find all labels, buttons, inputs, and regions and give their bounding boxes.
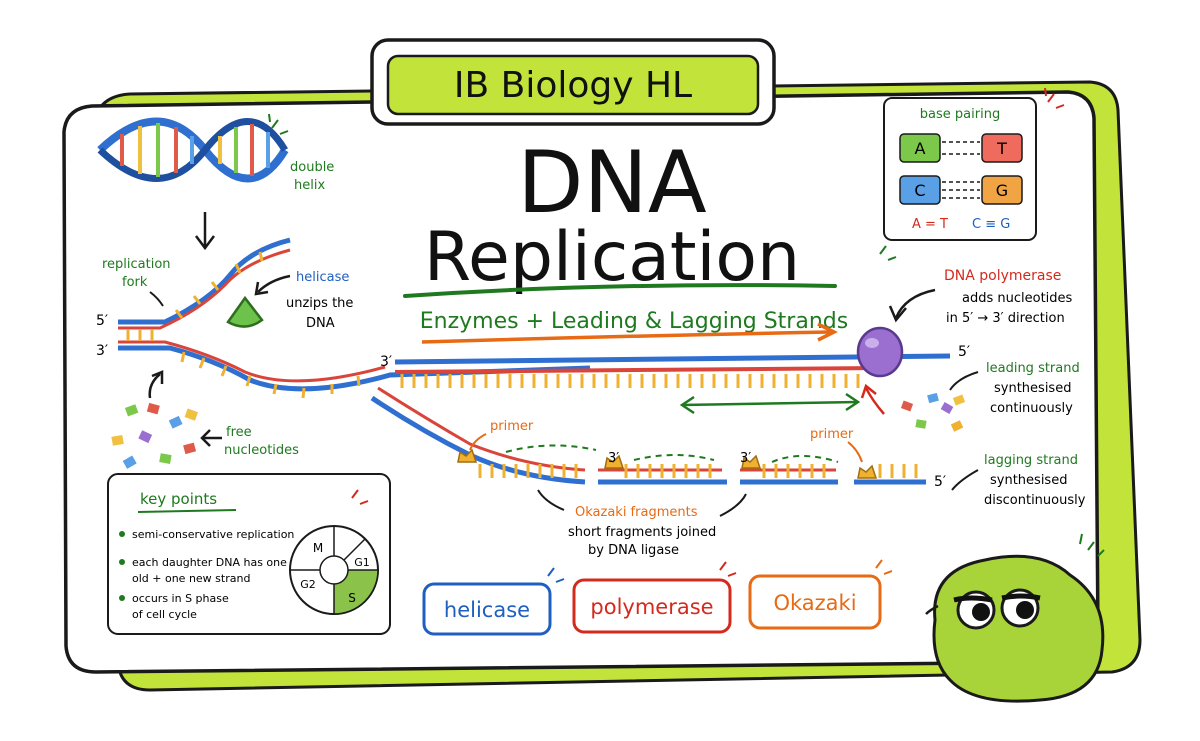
title-dna: DNA	[517, 133, 707, 233]
polymerase-button-label: polymerase	[590, 595, 713, 619]
leading-desc-2: continuously	[990, 401, 1073, 416]
three-prime-lagging-2: 3′	[740, 451, 751, 466]
polymerase-desc-1: adds nucleotides	[962, 291, 1073, 306]
cycle-s: S	[348, 591, 356, 605]
free-nucleotides-label-2: nucleotides	[224, 443, 299, 458]
five-prime-leading: 5′	[958, 344, 970, 360]
primer-label-1: primer	[490, 419, 534, 434]
base-t	[981, 133, 1023, 163]
subtitle: Enzymes + Leading & Lagging Strands	[420, 309, 848, 334]
key-point-2b: old + one new strand	[132, 572, 250, 585]
lagging-strand	[370, 386, 926, 485]
header-badge: IB Biology HL	[370, 38, 776, 126]
cycle-m: M	[313, 541, 323, 555]
double-helix	[97, 117, 289, 183]
dna-polymerase-shape	[856, 326, 904, 378]
helicase-desc-2: DNA	[306, 316, 335, 331]
base-c	[899, 175, 941, 205]
rule-cg: C ≡ G	[972, 217, 1010, 232]
leading-desc-1: synthesised	[994, 381, 1071, 396]
helicase-button-label: helicase	[444, 598, 530, 622]
three-prime-left: 3′	[96, 343, 108, 359]
helicase-label: helicase	[296, 270, 349, 285]
okazaki-label: Okazaki fragments	[575, 505, 698, 520]
five-prime-lagging: 5′	[934, 474, 946, 490]
double-helix-label-2: helix	[294, 178, 325, 193]
subtitle-arrow	[421, 330, 831, 344]
polymerase-button[interactable]: polymerase	[572, 578, 732, 634]
lagging-desc-2: discontinuously	[984, 493, 1086, 508]
key-points-title: key points	[140, 490, 217, 508]
five-prime-left: 5′	[96, 313, 108, 329]
base-pairing-panel	[883, 97, 1037, 241]
free-nucleotides	[111, 402, 199, 469]
key-point-2a: each daughter DNA has one	[132, 556, 287, 569]
helicase-button[interactable]: helicase	[422, 582, 552, 636]
leading-direction-arrow	[679, 392, 861, 415]
primer-label-2: primer	[810, 427, 854, 442]
replication-fork	[118, 237, 591, 399]
polymerase-label: DNA polymerase	[944, 268, 1061, 284]
leading-label: leading strand	[986, 361, 1080, 376]
base-a-label: A	[915, 139, 926, 158]
helicase-desc-1: unzips the	[286, 296, 353, 311]
base-a	[899, 133, 941, 163]
cell-cycle-pie	[289, 525, 379, 615]
leading-strand	[394, 353, 951, 388]
key-point-3b: of cell cycle	[132, 608, 197, 621]
mascot-blob	[925, 554, 1105, 703]
key-point-3a: occurs in S phase	[132, 592, 229, 605]
free-nucleotides-label-1: free	[226, 425, 252, 440]
rule-at: A = T	[912, 217, 948, 232]
sparkle-marks	[268, 87, 1105, 583]
double-helix-label-1: double	[290, 160, 334, 175]
three-prime-lagging-1: 3′	[608, 451, 619, 466]
free-nucleotides-right	[900, 392, 966, 432]
title-underline	[403, 283, 837, 298]
okazaki-desc-1: short fragments joined	[568, 525, 716, 540]
base-g-label: G	[996, 181, 1008, 200]
replication-fork-label-2: fork	[122, 275, 148, 290]
cycle-g1: G1	[354, 556, 370, 569]
lagging-desc-1: synthesised	[990, 473, 1067, 488]
base-t-label: T	[996, 139, 1007, 158]
lagging-label: lagging strand	[984, 453, 1078, 468]
cycle-g2: G2	[300, 578, 316, 591]
base-g	[981, 175, 1023, 205]
base-pairing-title: base pairing	[920, 107, 1000, 122]
three-prime-leading: 3′	[380, 354, 392, 370]
helix-down-arrow	[195, 212, 215, 251]
okazaki-button-label: Okazaki	[773, 591, 856, 615]
okazaki-button[interactable]: Okazaki	[748, 574, 882, 630]
helicase-shape	[226, 295, 264, 328]
header-badge-text: IB Biology HL	[454, 65, 692, 106]
key-point-1: semi-conservative replication	[132, 528, 294, 541]
okazaki-desc-2: by DNA ligase	[588, 543, 679, 558]
base-c-label: C	[914, 181, 925, 200]
replication-fork-label-1: replication	[102, 257, 171, 272]
polymerase-desc-2: in 5′ → 3′ direction	[946, 311, 1065, 326]
